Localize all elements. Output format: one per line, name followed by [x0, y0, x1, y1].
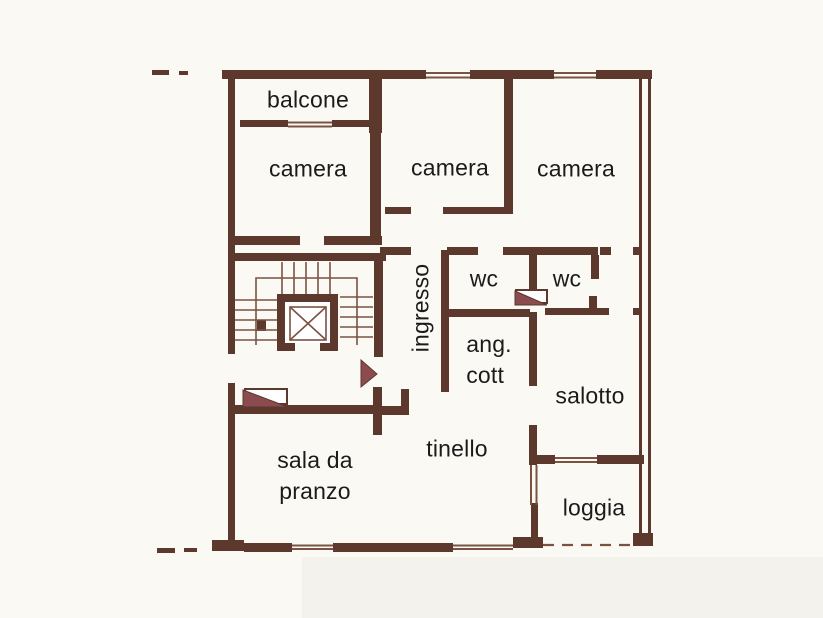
room-label-ingresso: ingresso — [407, 263, 434, 353]
staircase — [235, 262, 373, 345]
door-swing-icon-sala — [242, 388, 289, 408]
room-label-wc-2: wc — [552, 265, 582, 292]
room-label-camera-1: camera — [269, 155, 347, 182]
room-label-camera-2: camera — [411, 154, 489, 181]
elevator-icon — [277, 294, 338, 352]
room-label-wc-1: wc — [469, 265, 499, 292]
windows — [288, 72, 597, 550]
room-label-balcone: balcone — [267, 86, 349, 113]
room-label-tinello: tinello — [426, 435, 488, 462]
room-label-salotto: salotto — [555, 382, 625, 409]
room-label-sala-da-pranzo: sala da pranzo — [277, 447, 353, 504]
property-line-dashes — [152, 70, 197, 553]
room-label-loggia: loggia — [562, 494, 626, 521]
door-swing-icon-wc — [514, 289, 548, 306]
outer-walls — [212, 70, 653, 552]
scan-shadow — [302, 557, 823, 618]
entrance-door-icon — [360, 358, 378, 389]
interior-walls — [230, 79, 644, 539]
room-label-ang-cott: ang. cott — [466, 331, 512, 388]
room-label-camera-3: camera — [537, 155, 615, 182]
